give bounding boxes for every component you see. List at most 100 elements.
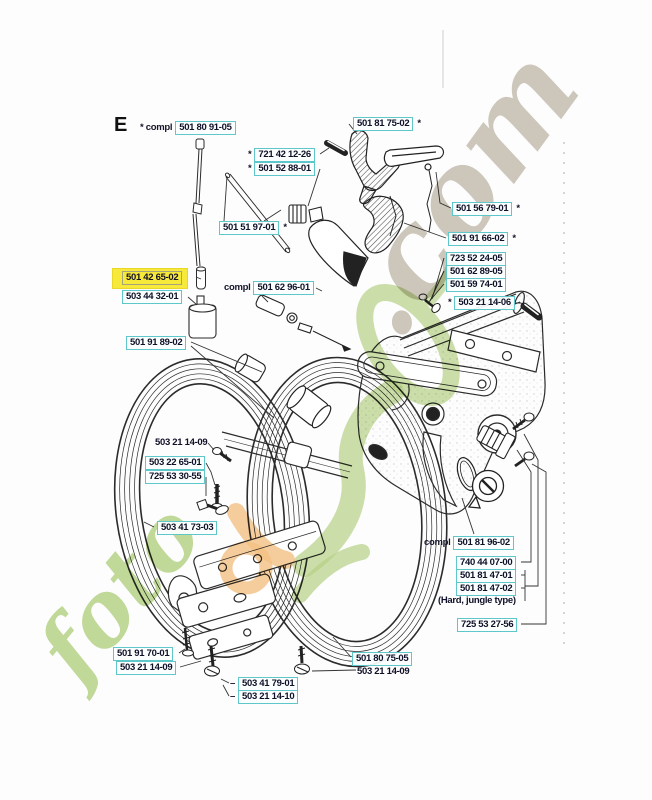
- part-number: 501 42 65-02: [122, 271, 183, 285]
- safety-lever: [383, 145, 445, 233]
- part-number: 501 51 97-01: [219, 221, 280, 235]
- part-label: *503 21 14-06: [448, 296, 515, 310]
- trigger-grip: [308, 195, 404, 287]
- part-number: 501 81 47-01: [456, 569, 517, 583]
- fuel-filter: [188, 295, 217, 339]
- part-number: 501 80 91-05: [175, 121, 236, 135]
- fold-marks: [442, 30, 565, 648]
- oil-pickup-assembly: [255, 294, 352, 352]
- part-label: 501 80 75-05: [352, 652, 413, 666]
- part-number: 503 21 14-06: [454, 296, 515, 310]
- part-label: 740 44 07-00: [456, 556, 517, 570]
- clamp-screw: [212, 447, 232, 463]
- part-label: 501 81 47-02: [456, 582, 517, 596]
- part-number: 501 81 47-02: [456, 582, 517, 596]
- part-number: 501 56 79-01: [452, 202, 513, 216]
- part-label: 501 62 89-05: [446, 265, 507, 279]
- dowel-pin: [520, 302, 543, 321]
- part-label: 503 41 73-03: [157, 521, 218, 535]
- part-label: 501 81 47-01: [456, 569, 517, 583]
- part-label: (Hard, jungle type): [438, 594, 516, 607]
- part-label-prefix: *: [248, 149, 252, 160]
- part-label: *501 52 88-01: [248, 162, 315, 176]
- handle-clamp-sleeve: [286, 385, 332, 429]
- part-label: –503 41 79-01: [230, 677, 299, 691]
- mount-screw-left: [204, 645, 220, 677]
- part-number: 725 53 27-56: [457, 618, 518, 632]
- part-number: 721 42 12-26: [254, 148, 315, 162]
- part-label-suffix: *: [512, 233, 516, 244]
- part-number: 501 91 89-02: [126, 336, 187, 350]
- part-number: 501 62 96-01: [253, 281, 314, 295]
- part-number: 501 91 70-01: [113, 647, 174, 661]
- part-number: 503 41 73-03: [157, 521, 218, 535]
- part-label-prefix: *: [248, 163, 252, 174]
- part-label-suffix: *: [417, 118, 421, 129]
- part-number: 501 62 89-05: [446, 265, 507, 279]
- part-label: 501 59 74-01: [446, 278, 507, 292]
- part-label: 501 81 75-02*: [353, 117, 421, 131]
- part-number: 503 41 79-01: [237, 677, 299, 691]
- part-label: 723 52 24-05: [446, 252, 507, 266]
- part-label-prefix: compl: [224, 282, 251, 293]
- leader-lines: [143, 123, 547, 697]
- watermark-swooshes: [219, 252, 460, 603]
- part-label-suffix: *: [283, 222, 287, 233]
- part-label: 501 56 79-01*: [452, 202, 520, 216]
- part-number: 503 21 14-09: [357, 666, 410, 677]
- part-number: 503 21 14-09: [155, 437, 208, 448]
- part-label-prefix: –: [230, 678, 235, 689]
- part-label-prefix: * compl: [140, 122, 173, 133]
- part-number: 503 21 14-09: [116, 661, 177, 675]
- tensioner-screw-lower: [514, 451, 535, 468]
- part-label-prefix: *: [448, 297, 452, 308]
- part-number: 723 52 24-05: [446, 252, 507, 266]
- part-label: 501 51 97-01*: [219, 221, 287, 235]
- tensioner-screw-upper: [512, 412, 535, 431]
- part-label: 503 21 14-09: [116, 661, 177, 675]
- part-label: 725 53 30-55: [145, 470, 206, 484]
- oil-cap-gasket: [456, 457, 478, 491]
- part-label: 503 44 32-01: [122, 290, 183, 304]
- part-label: *721 42 12-26: [248, 148, 315, 162]
- part-number: 501 52 88-01: [254, 162, 315, 176]
- part-number: (Hard, jungle type): [438, 595, 516, 606]
- part-number: 503 21 14-10: [237, 690, 299, 704]
- oil-cap: [467, 469, 505, 509]
- part-number: 501 59 74-01: [446, 278, 507, 292]
- part-label-suffix: *: [516, 203, 520, 214]
- part-number: 725 53 30-55: [145, 470, 206, 484]
- front-handle-loop-right: [246, 356, 448, 668]
- handle-clamp-sleeve-left: [234, 353, 266, 383]
- part-number: 501 91 66-02: [448, 232, 509, 246]
- fuel-line-rod: [224, 172, 291, 254]
- handlebar-crossbar: [221, 431, 353, 479]
- part-label: 501 91 66-02*: [448, 232, 516, 246]
- part-label-prefix: –: [230, 691, 235, 702]
- part-label: 503 22 65-01: [145, 456, 206, 470]
- part-label: 501 91 70-01: [113, 647, 174, 661]
- part-number: 503 44 32-01: [122, 290, 183, 304]
- part-label-highlighted: 501 42 65-02: [112, 268, 189, 289]
- handle-stud-bottom: [181, 627, 194, 657]
- part-number: 501 81 96-02: [453, 536, 514, 550]
- section-letter: E: [114, 114, 128, 136]
- part-number: 501 81 75-02: [353, 117, 414, 131]
- bolt-with-washer: [196, 498, 229, 515]
- part-label-prefix: compl: [424, 537, 451, 548]
- part-number: 501 80 75-05: [352, 652, 413, 666]
- mount-screw-center: [294, 645, 310, 675]
- part-label: 725 53 27-56: [457, 618, 518, 632]
- chain-tensioner: [476, 425, 516, 460]
- part-label: 503 21 14-09: [155, 436, 208, 449]
- part-label: –503 21 14-10: [230, 690, 299, 704]
- throttle-wire-rod: [192, 138, 206, 290]
- throttle-pin: [324, 140, 348, 156]
- part-label: 503 21 14-09: [357, 665, 410, 678]
- part-label: 501 91 89-02: [126, 336, 187, 350]
